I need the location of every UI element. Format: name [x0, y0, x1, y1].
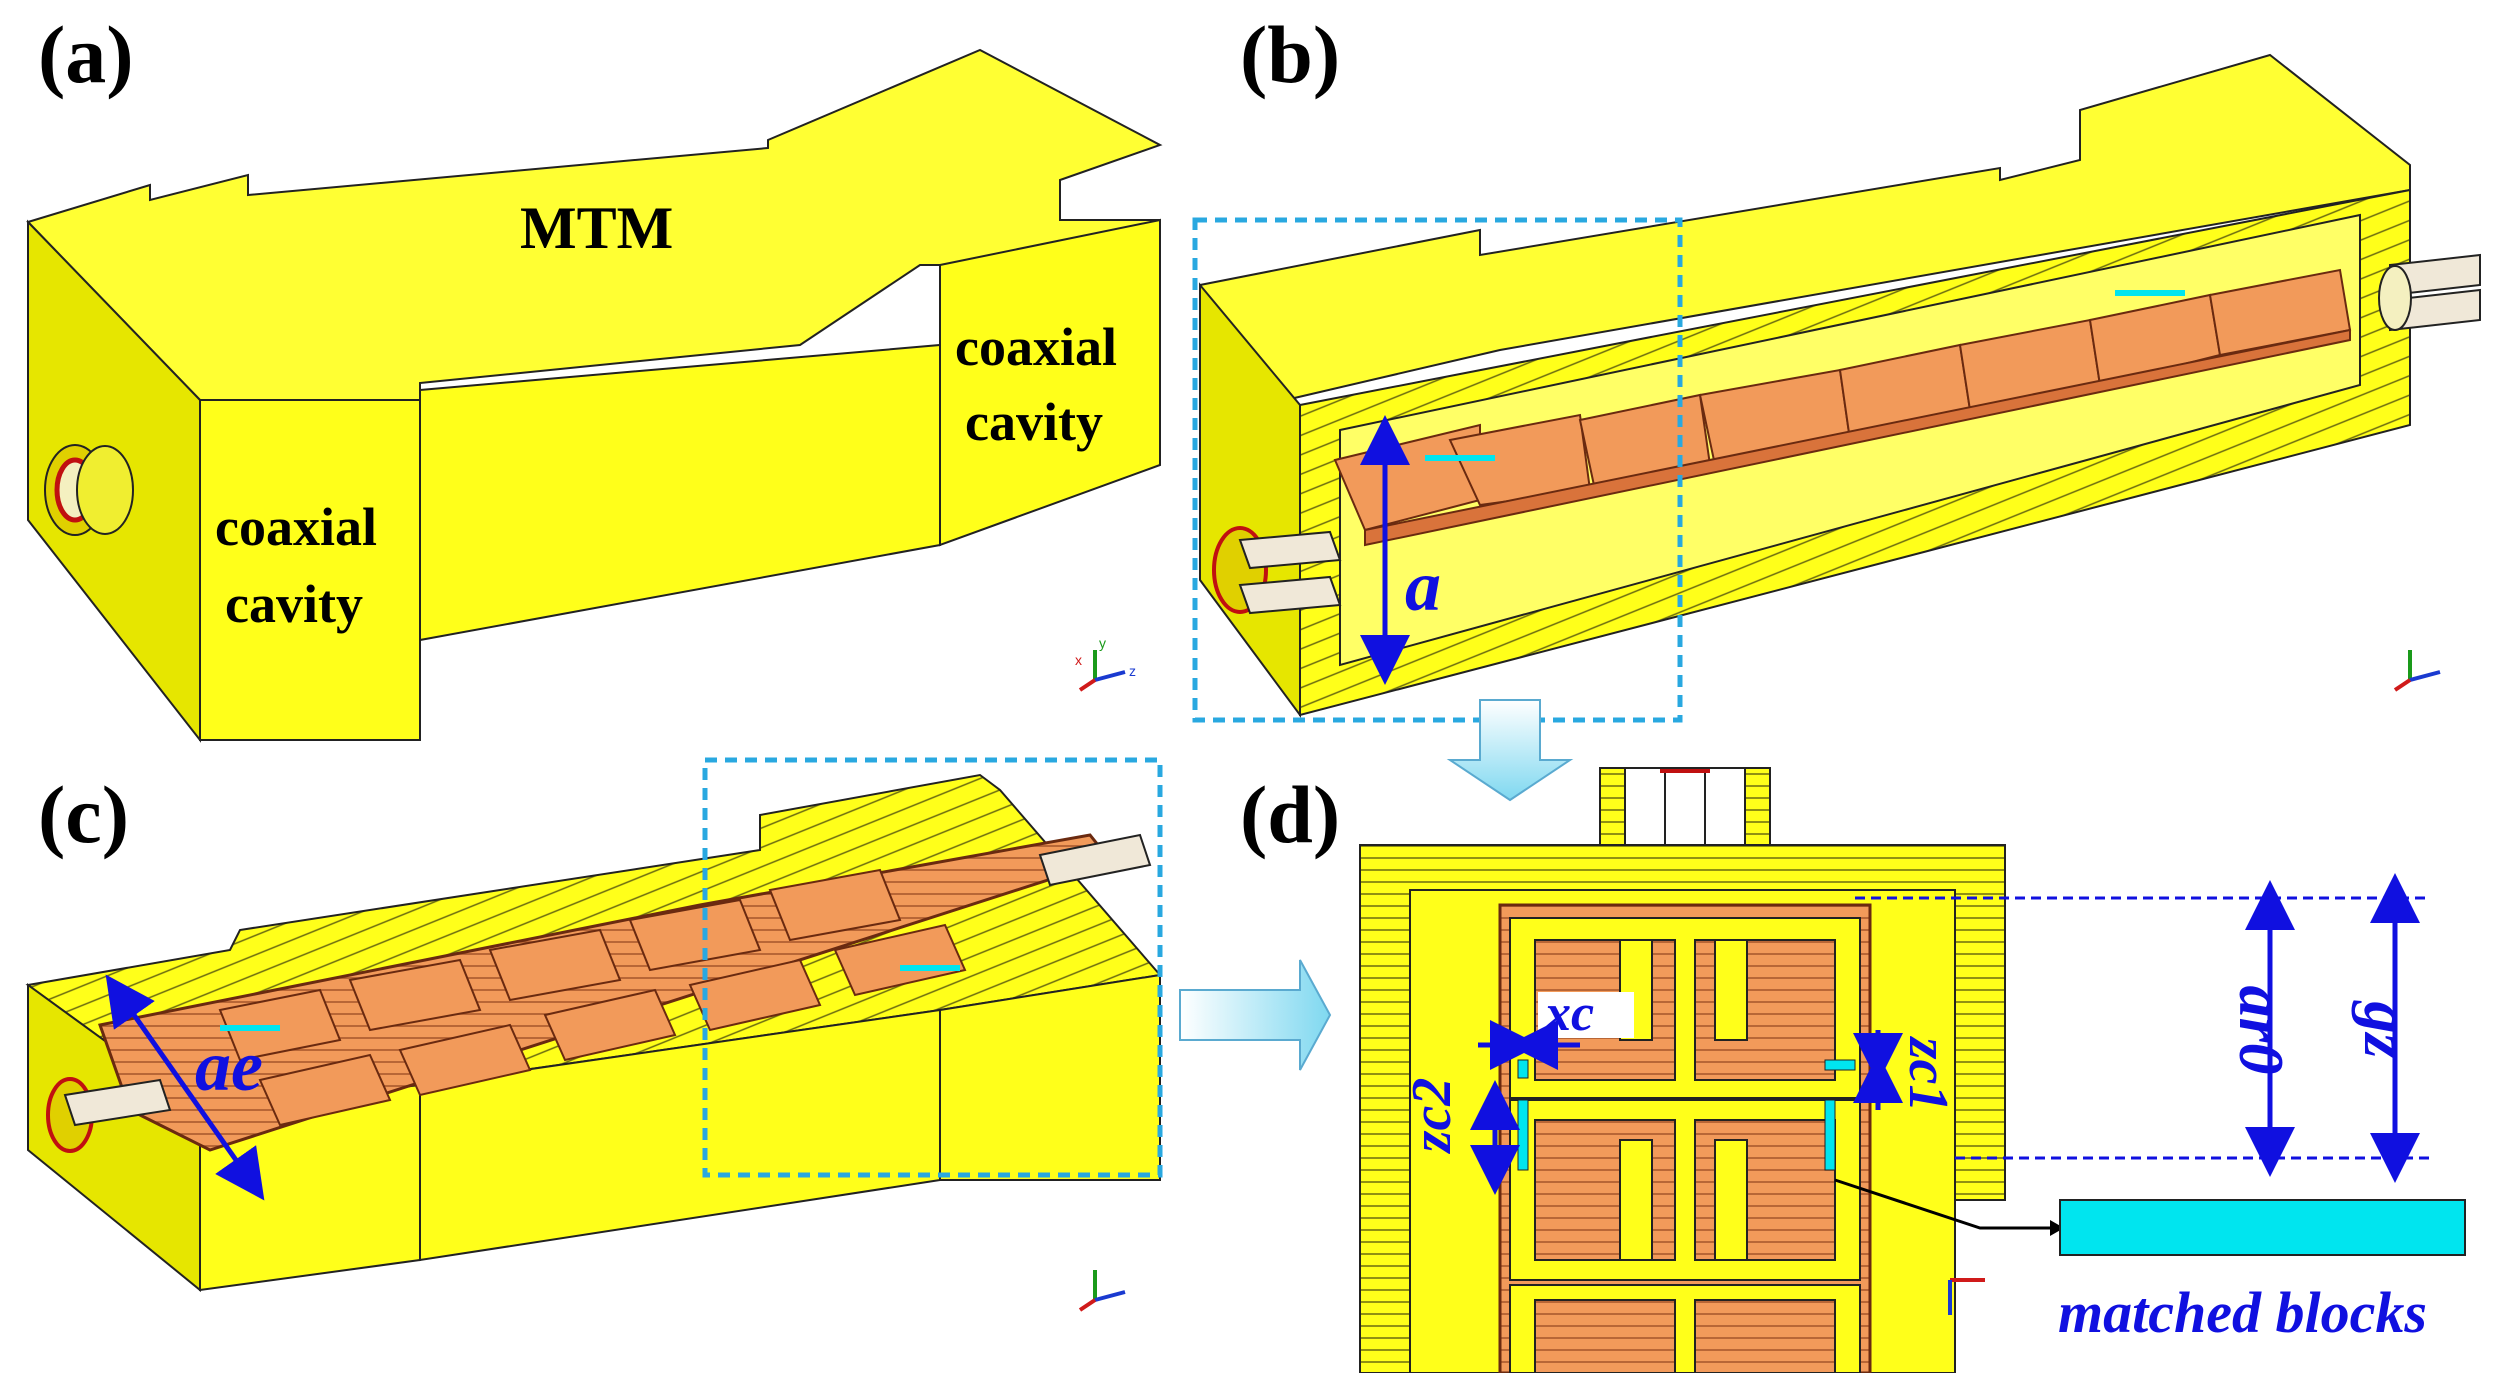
dim-ar0-label: ar0 — [2226, 986, 2297, 1075]
matched-block-d2 — [1824, 1059, 1856, 1071]
right-cavity-label-line1: coaxial — [955, 317, 1117, 377]
right-cavity-front-face — [939, 218, 1161, 547]
coax-connector-left-b — [1212, 526, 1342, 615]
matched-block-b2 — [2115, 290, 2185, 296]
left-cavity-label-line1: coaxial — [215, 497, 377, 557]
axis-triad-icon: x y z — [1075, 635, 1136, 692]
panel-d: (d) — [1240, 767, 2466, 1373]
mtm-front-face — [199, 399, 421, 741]
matched-block-b1 — [1425, 455, 1495, 461]
highlight-box-b — [1192, 217, 1683, 723]
dim-a-label: a — [1405, 546, 1441, 626]
panel-b: (b) — [1192, 9, 2481, 723]
dim-zc1-label: zc1 — [1897, 1036, 1959, 1113]
mtm-top-surface — [26, 48, 1163, 401]
matched-block-d4 — [1824, 1099, 1836, 1171]
panel-c-label: (c) — [38, 769, 129, 860]
mtm-unit-cell-3 — [1509, 1284, 1861, 1373]
zoom-arrow-down — [1446, 699, 1574, 802]
legend-swatch-matched-blocks — [2059, 1199, 2466, 1256]
dim-xc-label: xc — [1544, 985, 1594, 1042]
svg-text:x: x — [1075, 652, 1082, 668]
right-cavity-label-line2: cavity — [965, 392, 1103, 452]
matched-block-d3 — [1517, 1099, 1529, 1171]
dim-gz-label: gz — [2351, 1000, 2422, 1059]
dim-zc2-label: zc2 — [1401, 1078, 1463, 1155]
panel-a: (a) MTM coaxial cavity coaxial cavity x … — [26, 9, 1163, 743]
mtm-body-top — [1199, 53, 2411, 422]
matched-block-d1 — [1517, 1059, 1529, 1079]
panel-a-label: (a) — [38, 9, 134, 100]
axis-triad-icon-b — [2393, 650, 2441, 692]
mtm-unit-cell-2 — [1509, 1099, 1861, 1281]
right-front-c — [939, 973, 1161, 1181]
axis-triad-icon-c — [1078, 1270, 1126, 1312]
svg-text:z: z — [1129, 663, 1136, 679]
panel-d-label: (d) — [1240, 769, 1340, 860]
dim-ae-label: ae — [195, 1026, 263, 1106]
mtm-center-front-face — [419, 343, 941, 642]
mtm-label: MTM — [520, 195, 673, 261]
highlight-box-c — [702, 757, 1163, 1178]
panel-b-label: (b) — [1240, 9, 1340, 100]
dim-ae-arrow — [105, 974, 265, 1201]
axis-triad-icon-d — [1948, 1278, 1985, 1315]
legend-leader-line — [1834, 1178, 2050, 1230]
left-cavity-label-line2: cavity — [225, 574, 363, 634]
panel-c: (c) ae — [25, 757, 1163, 1312]
matched-block-c2 — [900, 965, 960, 971]
coax-connector-right-b — [2378, 253, 2481, 332]
svg-text:y: y — [1099, 635, 1106, 651]
zoom-arrow-right — [1179, 959, 1332, 1071]
legend-label-matched-blocks: matched blocks — [2058, 1280, 2427, 1345]
coax-connector-right-c — [1038, 833, 1152, 887]
